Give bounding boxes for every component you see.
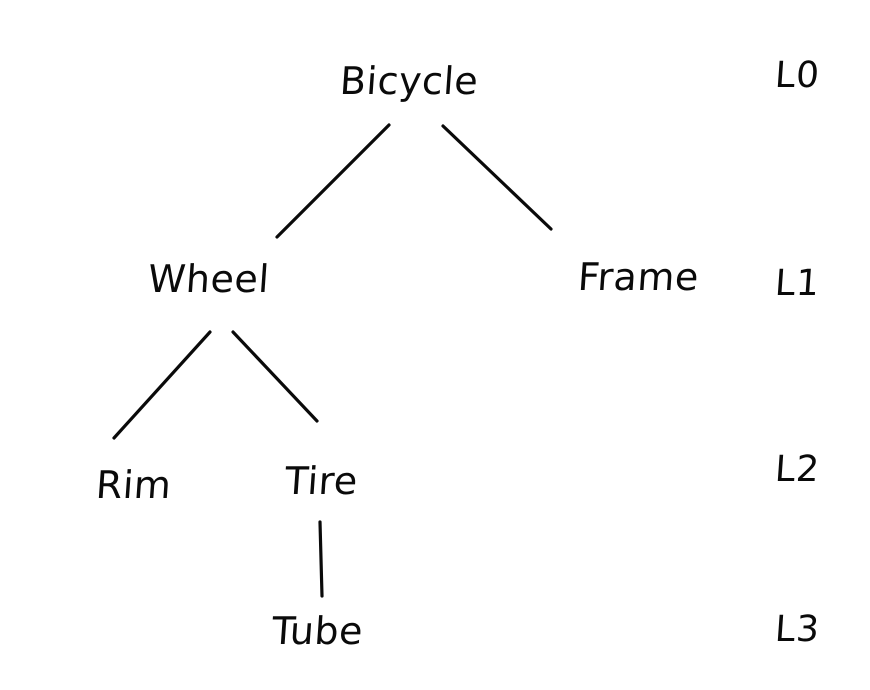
edge-wheel-to-rim bbox=[112, 330, 212, 440]
edge-wheel-to-tire bbox=[231, 330, 319, 423]
node-frame[interactable]: Frame bbox=[576, 255, 701, 299]
level-label-l2: L2 bbox=[773, 449, 822, 490]
node-tube[interactable]: Tube bbox=[270, 609, 365, 653]
node-tire[interactable]: Tire bbox=[283, 459, 360, 503]
node-bicycle[interactable]: Bicycle bbox=[338, 59, 480, 103]
edge-tire-to-tube bbox=[318, 520, 324, 598]
edge-bicycle-to-wheel bbox=[275, 123, 391, 239]
level-label-l0: L0 bbox=[773, 55, 822, 96]
level-label-l1: L1 bbox=[773, 263, 822, 304]
node-wheel[interactable]: Wheel bbox=[146, 257, 272, 301]
edge-bicycle-to-frame bbox=[441, 124, 553, 231]
node-rim[interactable]: Rim bbox=[94, 463, 174, 507]
level-label-l3: L3 bbox=[773, 609, 822, 650]
